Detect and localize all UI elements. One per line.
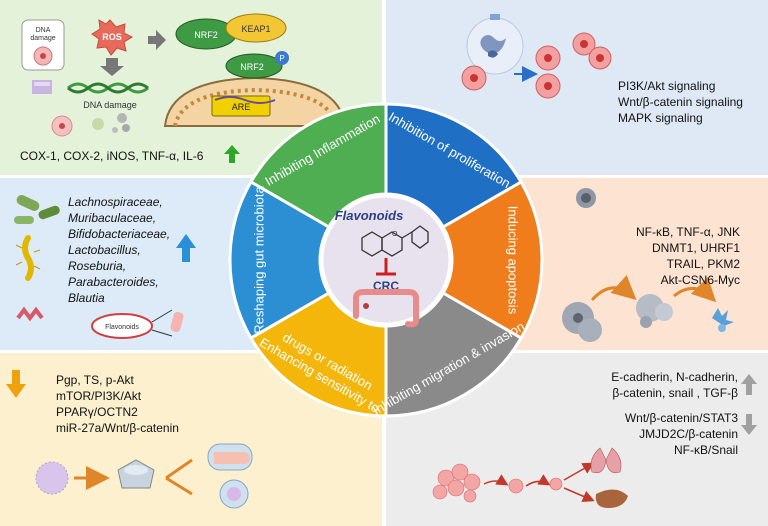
- inflammation-markers: COX-1, COX-2, iNOS, TNF-α, IL-6: [20, 149, 204, 163]
- dna-strand-icon: [67, 82, 149, 94]
- inhibit-icon: [376, 258, 396, 276]
- dna-damage-label: DNA damage: [83, 100, 137, 110]
- migration-down-arrow-icon: [741, 414, 757, 435]
- flavonoids-tag: Flavonoids: [105, 324, 139, 331]
- apoptosis-cells-illustration: [562, 188, 734, 342]
- apoptosis-line-1: NF-κB, TNF-α, JNK: [636, 225, 740, 239]
- colon-icon: [353, 289, 419, 328]
- ros-label: ROS: [102, 32, 122, 42]
- migration-up-arrow-icon: [741, 374, 757, 395]
- taxon-2: Muribaculaceae,: [68, 211, 156, 225]
- microbiota-up-arrow-icon: [176, 234, 196, 262]
- apoptosis-line-4: Akt-CSN6-Myc: [661, 273, 740, 287]
- svg-text:O: O: [392, 231, 398, 238]
- segment-migration: [384, 290, 524, 418]
- flavonoid-structure-icon: O: [361, 225, 429, 257]
- proliferation-line-3: MAPK signaling: [618, 111, 703, 125]
- migration-down-line-1: Wnt/β-catenin/STAT3: [625, 411, 738, 425]
- proliferation-cells-illustration: [461, 14, 612, 99]
- tumor-spot-icon: [363, 303, 369, 309]
- segment-label-apoptosis: Inducing apoptosis: [506, 206, 521, 315]
- taxon-5: Roseburia,: [68, 259, 126, 273]
- apoptosis-line-3: TRAIL, PKM2: [667, 257, 741, 271]
- phospho-nrf2-icon: NRF2 P: [225, 51, 289, 79]
- sensitivity-line-1: Pgp, TS, p-Akt: [56, 373, 134, 387]
- dna-damage-cell-illustration: DNA damage: [21, 19, 65, 94]
- center-content: Flavonoids O CRC: [335, 208, 429, 328]
- dna-small-label-1: DNA: [36, 27, 51, 34]
- taxon-1: Lachnospiraceae,: [68, 195, 163, 209]
- sensitivity-line-3: PPARγ/OCTN2: [56, 405, 138, 419]
- nucleus-illustration: ARE: [163, 76, 347, 127]
- sensitivity-down-arrow-icon: [6, 370, 26, 398]
- inflammation-up-arrow-icon: [224, 145, 240, 163]
- taxon-6: Parabacteroides,: [68, 275, 159, 289]
- flavonoids-gut-zoom-icon: Flavonoids: [91, 309, 184, 339]
- proliferation-line-1: PI3K/Akt signaling: [618, 79, 715, 93]
- flavonoids-title: Flavonoids: [335, 208, 404, 223]
- segment-label-microbiota: Reshaping gut microbiota: [251, 186, 266, 334]
- sensitivity-line-2: mTOR/PI3K/Akt: [56, 389, 142, 403]
- sensitivity-line-4: miR-27a/Wnt/β-catenin: [56, 421, 179, 435]
- ros-down-arrow-icon: [100, 58, 124, 76]
- migration-up-line-2: β-catenin, snail , TGF-β: [612, 386, 738, 400]
- taxon-3: Bifidobacteriaceae,: [68, 227, 170, 241]
- metastasis-illustration: [432, 447, 628, 508]
- bacteria-illustration: [14, 195, 60, 322]
- proliferation-line-2: Wnt/β-catenin signaling: [618, 95, 743, 109]
- nrf2-label: NRF2: [194, 30, 218, 40]
- phosphate-label: P: [279, 54, 284, 63]
- segment-sensitivity: [248, 290, 388, 418]
- taxon-4: Lactobacillus,: [68, 243, 141, 257]
- migration-down-line-3: NF-κB/Snail: [674, 443, 738, 457]
- migration-down-line-2: JMJD2C/β-catenin: [639, 427, 738, 441]
- segment-inflammation: [248, 102, 388, 230]
- ros-burst-icon: ROS: [91, 19, 134, 56]
- segment-apoptosis: [441, 179, 544, 341]
- migration-up-line-1: E-cadherin, N-cadherin,: [611, 370, 738, 384]
- keap1-label: KEAP1: [241, 24, 270, 34]
- taxon-7: Blautia: [68, 291, 105, 305]
- segment-microbiota: [228, 179, 331, 341]
- dna-small-label-2: damage: [30, 35, 55, 42]
- drug-sensitivity-illustration: [35, 443, 253, 509]
- pathway-right-arrow-icon: [148, 30, 166, 50]
- nrf2-keap1-complex-icon: NRF2 KEAP1: [175, 13, 287, 50]
- nrf2-b-label: NRF2: [240, 62, 264, 72]
- segment-proliferation: [384, 102, 524, 230]
- are-label: ARE: [232, 102, 251, 112]
- apoptosis-line-2: DNMT1, UHRF1: [652, 241, 740, 255]
- damaged-cell-fragments-icon: [51, 113, 130, 137]
